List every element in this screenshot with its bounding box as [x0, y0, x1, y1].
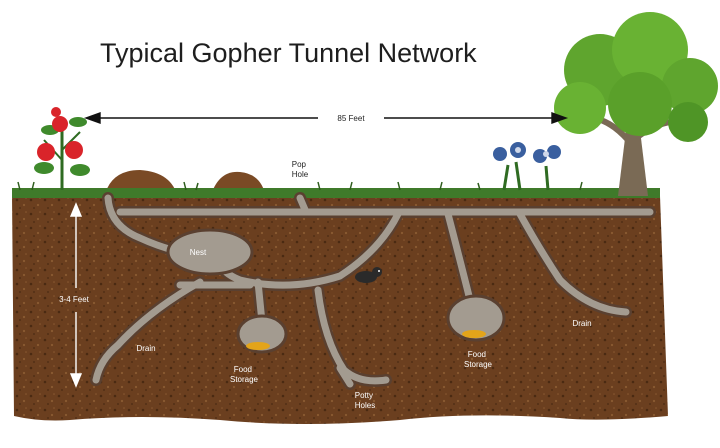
nest-label: Nest [190, 248, 207, 257]
food-storage-left-line-1: Food [234, 365, 252, 374]
diagram-title: Typical Gopher Tunnel Network [100, 38, 477, 68]
depth-label: 3-4 Feet [59, 295, 90, 304]
tunnel-network [90, 192, 656, 390]
width-dimension [83, 112, 569, 124]
soil-block [12, 196, 668, 424]
food-pile-right [462, 330, 486, 338]
food-pile-left [246, 342, 270, 350]
drain-left-label: Drain [136, 344, 155, 353]
food-storage-right-label: Food Storage [464, 350, 493, 369]
pop-hole-label: Pop Hole [292, 160, 309, 179]
depth-dimension [69, 202, 83, 388]
tree-icon [554, 12, 718, 196]
pop-hole-line-1: Pop [292, 160, 307, 169]
food-storage-left-label: Food Storage [230, 365, 259, 384]
potty-holes-line-2: Holes [355, 401, 375, 410]
food-chamber-left [236, 314, 288, 354]
potty-holes-label: Potty Holes [355, 391, 375, 410]
potty-holes-line-1: Potty [355, 391, 373, 400]
gopher-icon [355, 267, 382, 283]
pop-hole-line-2: Hole [292, 170, 309, 179]
food-storage-left-line-2: Storage [230, 375, 259, 384]
food-chamber-right [446, 294, 506, 342]
tomato-plant-icon [34, 107, 90, 190]
width-label: 85 Feet [337, 114, 365, 123]
grass-strip [12, 188, 660, 198]
drain-right-label: Drain [572, 319, 591, 328]
food-storage-right-line-1: Food [468, 350, 486, 359]
nest-chamber [166, 228, 254, 276]
flower-icon [493, 142, 561, 191]
food-storage-right-line-2: Storage [464, 360, 493, 369]
